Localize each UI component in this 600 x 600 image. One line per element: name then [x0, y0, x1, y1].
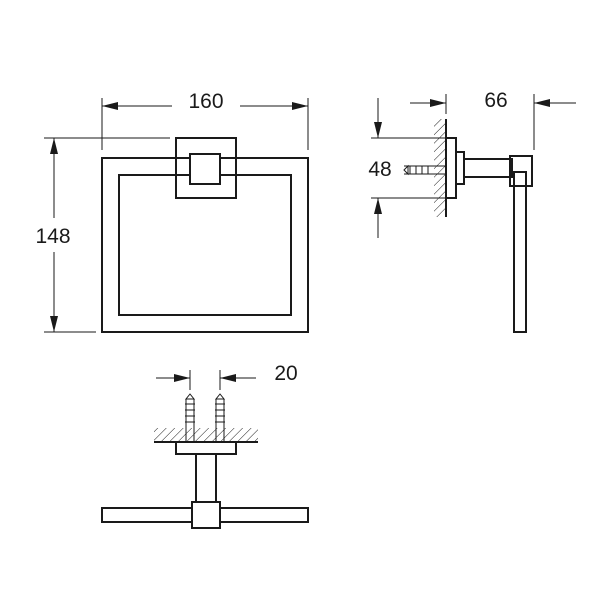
top-arm	[195, 453, 217, 503]
clamp-block	[189, 153, 221, 185]
wall-section	[434, 119, 446, 217]
top-clamp	[191, 501, 221, 529]
spacing-label: 20	[274, 362, 297, 385]
width-dimension: 160	[101, 90, 309, 150]
spacing-dimension: 20	[156, 362, 298, 390]
depth-label: 66	[484, 89, 507, 112]
depth-dimension: 66	[410, 89, 576, 150]
offset-dimension: 48	[368, 98, 446, 238]
top-wall-section	[154, 428, 258, 442]
side-screw	[403, 164, 446, 176]
side-wall-plate	[445, 137, 457, 199]
front-view: 160 148	[35, 90, 309, 333]
top-wall-plate	[175, 441, 237, 455]
top-screws	[184, 393, 226, 442]
width-label: 160	[188, 90, 223, 113]
offset-label: 48	[368, 158, 391, 181]
side-ring-bar	[513, 171, 527, 333]
side-clamp	[509, 155, 533, 187]
wall-plate	[175, 137, 237, 199]
side-arm	[463, 158, 513, 178]
side-view: 66 48	[368, 89, 576, 333]
height-label: 148	[35, 225, 70, 248]
height-dimension: 148	[35, 137, 170, 333]
top-view: 20	[101, 362, 309, 529]
